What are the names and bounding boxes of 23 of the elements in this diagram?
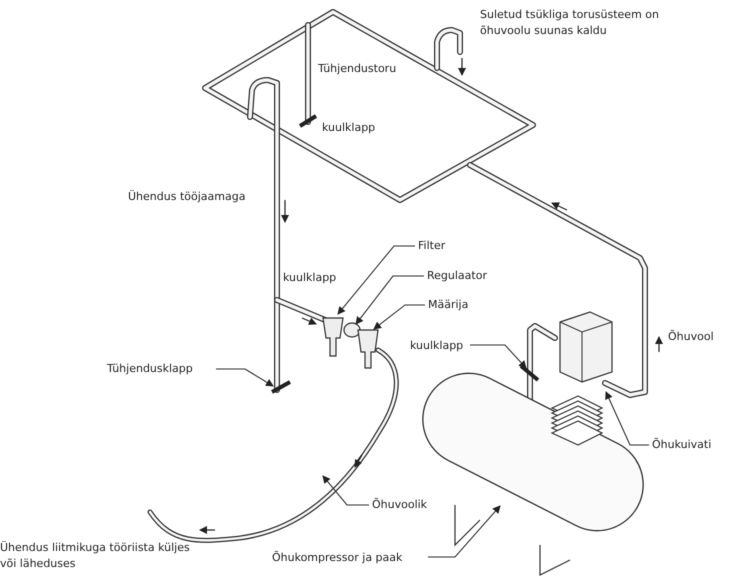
leader-line	[373, 304, 425, 330]
leader-line	[470, 344, 527, 369]
leader-line	[355, 275, 424, 325]
part-label: Filter	[418, 238, 446, 254]
note-text: Ühendus liitmikuga tööriista küljes või läheduses	[0, 540, 190, 572]
part-label: Tühjendusklapp	[107, 361, 193, 377]
note-text: Ühendus tööjaamaga	[128, 189, 246, 205]
leader-line	[322, 475, 369, 506]
part-label: kuulklapp	[322, 120, 376, 136]
part-label: Õhukuivati	[652, 437, 712, 453]
part-label: kuulklapp	[410, 338, 464, 354]
part-label: Õhukompressor ja paak	[272, 550, 402, 566]
leader-line	[216, 368, 274, 387]
leader-line	[337, 245, 415, 315]
part-label: Tühjendustoru	[318, 61, 396, 77]
leader-line	[428, 505, 501, 558]
part-label: Õhuvoolik	[372, 497, 428, 513]
part-label: Regulaator	[427, 268, 487, 284]
part-label: Määrija	[428, 297, 468, 313]
leader-line	[605, 391, 649, 446]
note-text: Suletud tsükliga torusüsteem on õhuvoolu suunas kaldu	[480, 7, 660, 39]
part-label: kuulklapp	[283, 270, 336, 286]
flow-label: Õhuvool	[668, 329, 714, 345]
